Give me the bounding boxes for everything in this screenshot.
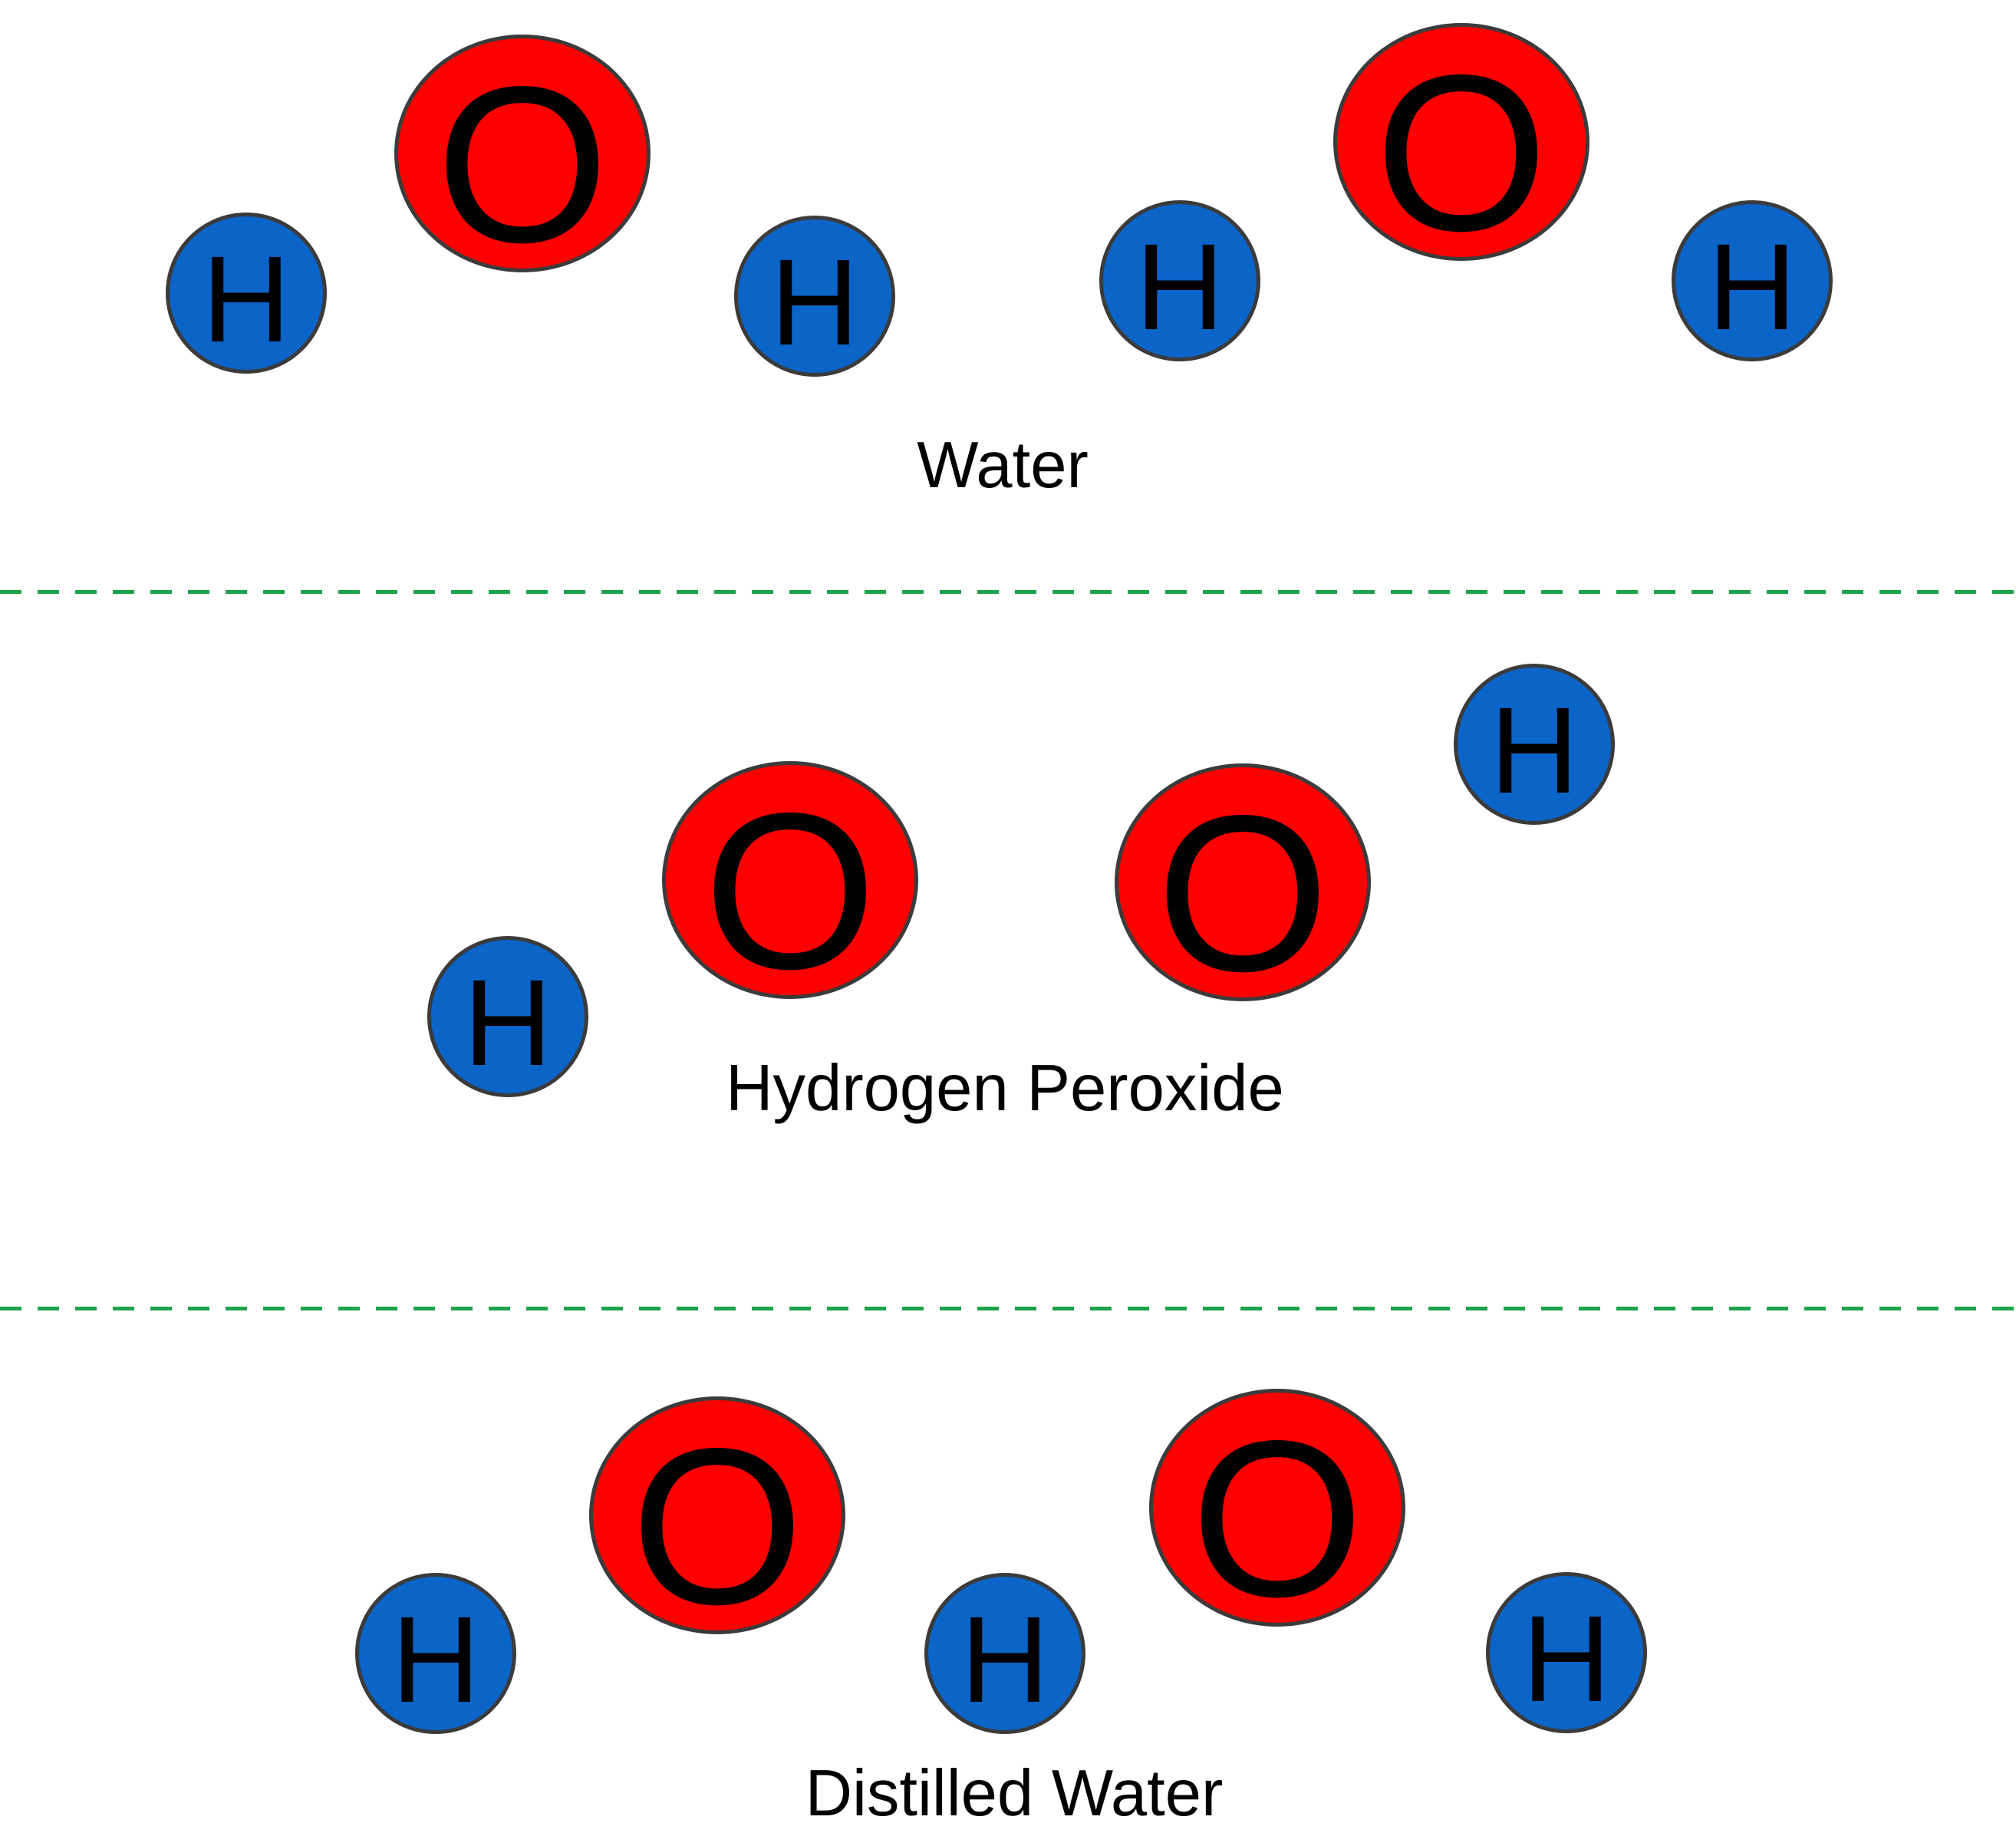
atom-symbol: H xyxy=(1490,681,1579,819)
atom-symbol: H xyxy=(1135,218,1224,355)
atom-symbol: O xyxy=(631,1402,804,1651)
hydrogen-peroxide-label: Hydrogen Peroxide xyxy=(726,1052,1284,1125)
hydrogen-atom: H xyxy=(355,1573,516,1734)
atom-symbol: O xyxy=(1156,769,1329,1018)
oxygen-atom: O xyxy=(589,1396,845,1638)
atom-symbol: H xyxy=(391,1591,480,1728)
oxygen-atom: O xyxy=(662,761,918,1003)
atom-symbol: O xyxy=(703,766,877,1016)
hydrogen-atom: H xyxy=(1486,1572,1647,1733)
distilled-water-label: Distilled Water xyxy=(805,1757,1224,1830)
atom-symbol: H xyxy=(463,954,552,1091)
hydrogen-atom: H xyxy=(1454,664,1615,825)
dashed-divider xyxy=(0,590,2016,594)
hydrogen-atom: H xyxy=(1099,200,1260,361)
atom-symbol: O xyxy=(1375,28,1548,278)
atom-symbol: H xyxy=(960,1591,1049,1728)
atom-symbol: H xyxy=(1708,218,1797,355)
oxygen-atom: O xyxy=(394,35,651,276)
oxygen-atom: O xyxy=(1333,23,1589,265)
atom-symbol: O xyxy=(436,40,609,289)
hydrogen-atom: H xyxy=(166,213,327,374)
dashed-divider xyxy=(0,1307,2016,1310)
hydrogen-atom: H xyxy=(734,216,895,377)
atom-symbol: H xyxy=(202,230,291,368)
hydrogen-atom: H xyxy=(427,936,588,1097)
water-label: Water xyxy=(917,429,1089,502)
atom-symbol: H xyxy=(1522,1590,1611,1727)
atom-symbol: O xyxy=(1191,1394,1364,1643)
oxygen-atom: O xyxy=(1149,1389,1405,1643)
atom-symbol: H xyxy=(770,233,859,371)
hydrogen-atom: H xyxy=(1672,200,1833,361)
oxygen-atom: O xyxy=(1115,763,1371,1005)
hydrogen-atom: H xyxy=(924,1573,1085,1734)
